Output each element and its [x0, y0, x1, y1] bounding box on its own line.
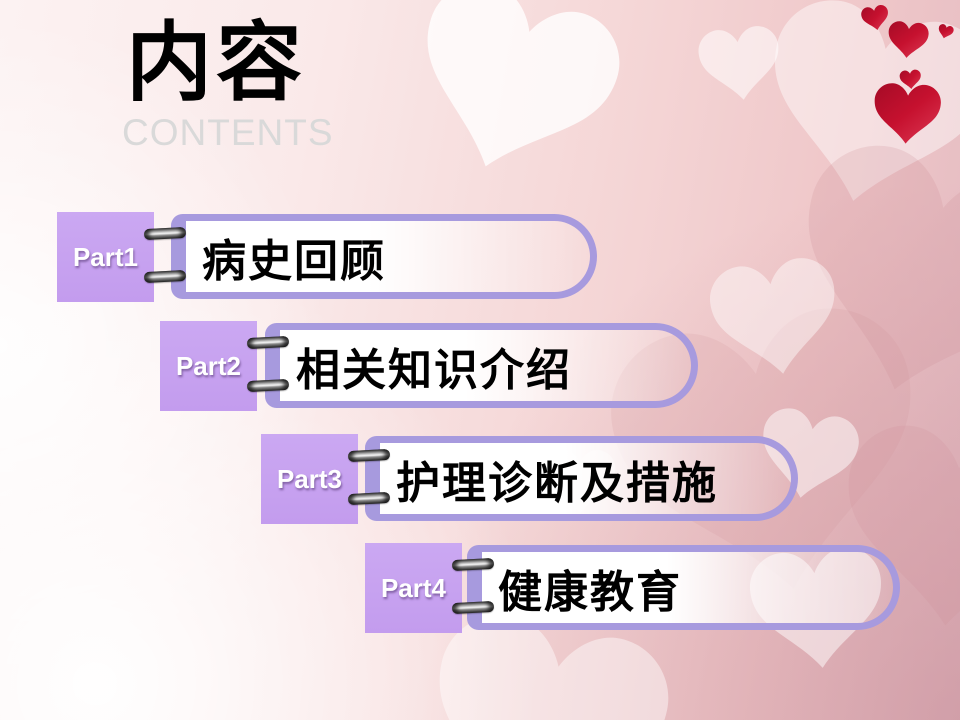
part3-badge-label: Part3: [276, 463, 343, 494]
binder-ring-icon: [347, 491, 391, 506]
part1-pill: 病史回顾: [171, 214, 597, 299]
part4-badge: Part4: [365, 543, 462, 633]
binder-ring-icon: [246, 378, 290, 393]
binder-ring-icon: [143, 269, 187, 284]
toc-row-part4: Part4 健康教育: [365, 543, 960, 638]
part4-badge-label: Part4: [380, 572, 447, 603]
toc-row-part2: Part2 相关知识介绍: [160, 321, 960, 416]
part4-pill: 健康教育: [467, 545, 900, 630]
soft-heart-icon: [696, 24, 784, 104]
part4-title: 健康教育: [498, 566, 682, 618]
part1-badge: Part1: [57, 212, 154, 302]
part2-badge-label: Part2: [175, 350, 242, 381]
binder-ring-icon: [451, 600, 495, 615]
toc-row-part1: Part1 病史回顾: [57, 212, 960, 307]
soft-heart-icon: [392, 0, 633, 197]
page-subtitle: CONTENTS: [122, 112, 334, 153]
part1-title: 病史回顾: [202, 235, 386, 287]
page-title: 内容: [126, 13, 306, 113]
part2-pill: 相关知识介绍: [265, 323, 698, 408]
toc-row-part3: Part3 护理诊断及措施: [261, 434, 960, 529]
part1-badge-label: Part1: [72, 241, 139, 272]
binder-ring-icon: [143, 226, 187, 241]
part3-pill: 护理诊断及措施: [365, 436, 798, 521]
binder-ring-icon: [451, 557, 495, 572]
part2-badge: Part2: [160, 321, 257, 411]
binder-ring-icon: [246, 335, 290, 350]
binder-ring-icon: [347, 448, 391, 463]
part3-title: 护理诊断及措施: [396, 457, 718, 509]
part2-title: 相关知识介绍: [296, 344, 572, 396]
part3-badge: Part3: [261, 434, 358, 524]
